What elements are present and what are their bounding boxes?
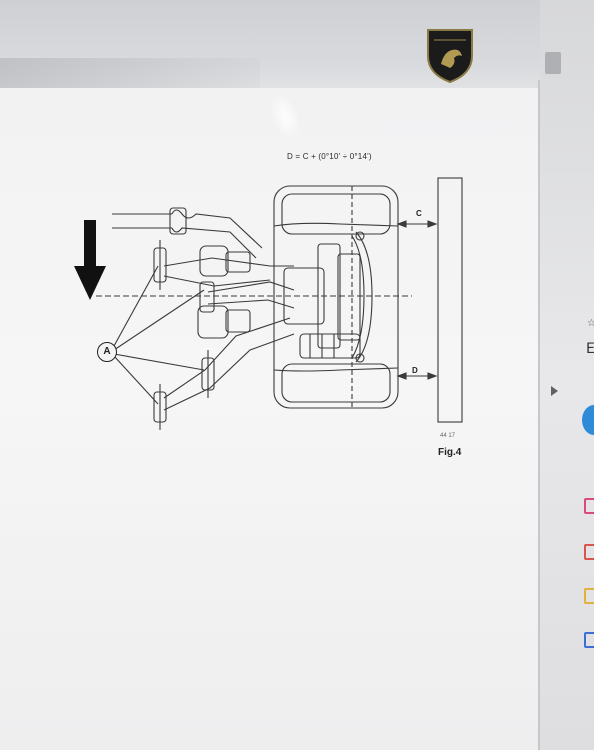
camber-formula-text: D = C + (0°10' ÷ 0°14') bbox=[287, 152, 372, 161]
dimension-c-label: C bbox=[416, 209, 422, 218]
right-side-panel bbox=[540, 0, 594, 750]
red-tool-icon[interactable] bbox=[584, 544, 594, 560]
blue-tool-icon[interactable] bbox=[584, 632, 594, 648]
document-page bbox=[0, 88, 540, 750]
star-icon[interactable]: ☆ bbox=[587, 318, 594, 329]
panel-letter-label: E bbox=[586, 341, 594, 357]
figure-code: 44 17 bbox=[440, 433, 456, 439]
viewer-top-band bbox=[0, 0, 594, 92]
figure-label: Fig.4 bbox=[438, 447, 462, 458]
yellow-tool-icon[interactable] bbox=[584, 588, 594, 604]
dimension-d-label: D bbox=[412, 366, 418, 375]
lamborghini-shield-logo bbox=[427, 29, 473, 84]
scrollbar-thumb[interactable] bbox=[545, 52, 561, 74]
callout-a-label: A bbox=[97, 342, 117, 362]
toolbar-shadow bbox=[0, 58, 260, 92]
pink-tool-icon[interactable] bbox=[584, 498, 594, 514]
blue-action-button[interactable] bbox=[582, 405, 594, 435]
page-edge bbox=[538, 80, 540, 750]
expand-arrow-icon[interactable] bbox=[551, 386, 558, 396]
